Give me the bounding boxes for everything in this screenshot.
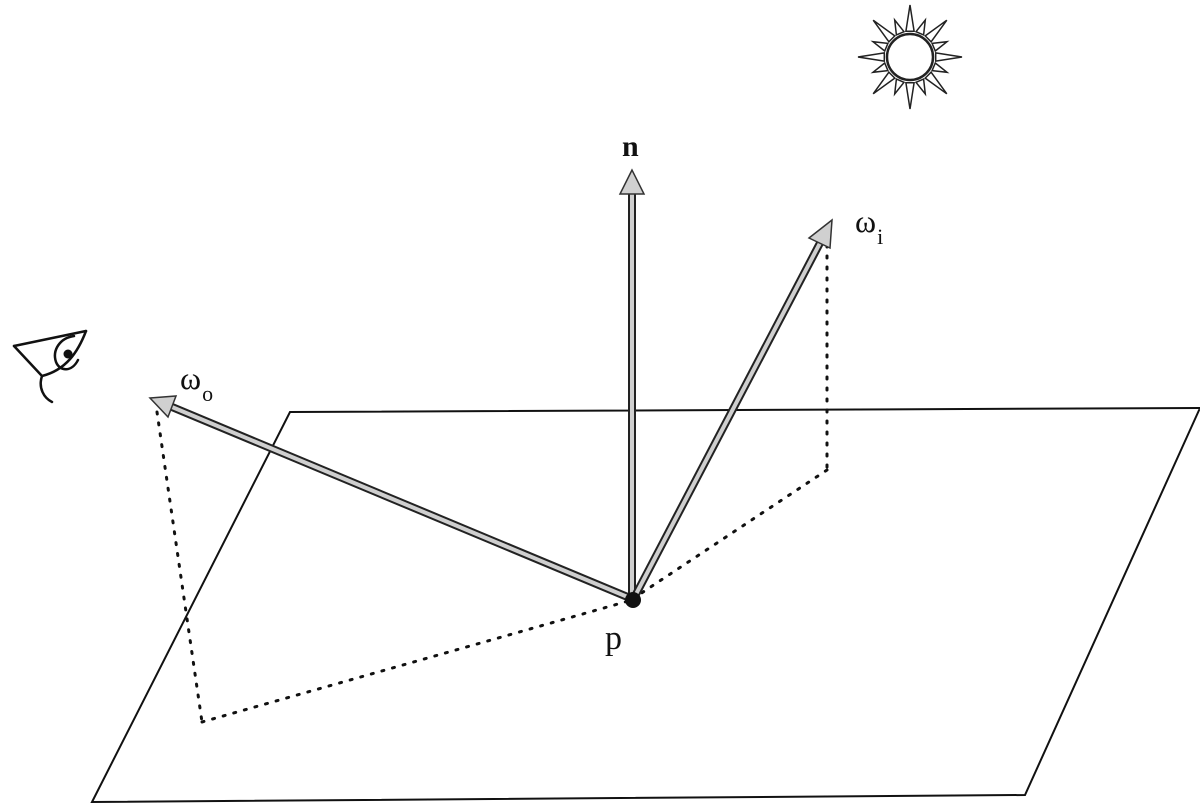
sun-ray [893, 78, 906, 97]
surface-point [625, 592, 641, 608]
outgoing-subscript: o [202, 381, 214, 406]
projection-lines [155, 243, 829, 724]
sun-ray [905, 81, 915, 110]
sun-ray [924, 71, 948, 95]
sun-ray [914, 17, 927, 36]
sun-ray [857, 52, 886, 62]
sun-ray [872, 19, 896, 43]
outgoing-symbol: ω [180, 360, 202, 396]
incident-subscript: i [877, 224, 884, 249]
normal-label-text: n [622, 130, 639, 163]
sun-ray [893, 17, 906, 36]
outgoing-direction-arrow [148, 395, 632, 602]
sun-ray [914, 78, 927, 97]
incident-direction-label: ωi [855, 203, 883, 248]
point-label-text: p [605, 620, 622, 657]
wo-drop-line [155, 410, 204, 724]
sun-ray [905, 4, 915, 33]
normal-label: n [622, 132, 639, 162]
point-label: p [605, 622, 622, 656]
sun-ray [870, 61, 889, 74]
sun-ray [934, 52, 963, 62]
wi-projection-line [632, 468, 829, 600]
sun-ray [931, 40, 950, 53]
incident-direction-arrow [630, 218, 833, 600]
sun-icon [857, 4, 963, 110]
eye-icon [12, 329, 88, 404]
wo-projection-line [200, 598, 634, 724]
incident-symbol: ω [855, 203, 877, 239]
outgoing-direction-label: ωo [180, 360, 213, 405]
surface-plane [90, 406, 1200, 804]
sun-ray [870, 40, 889, 53]
sun-ray [924, 19, 948, 43]
normal-arrow [618, 168, 646, 598]
sun-ray [931, 61, 950, 74]
sun-ray [872, 71, 896, 95]
